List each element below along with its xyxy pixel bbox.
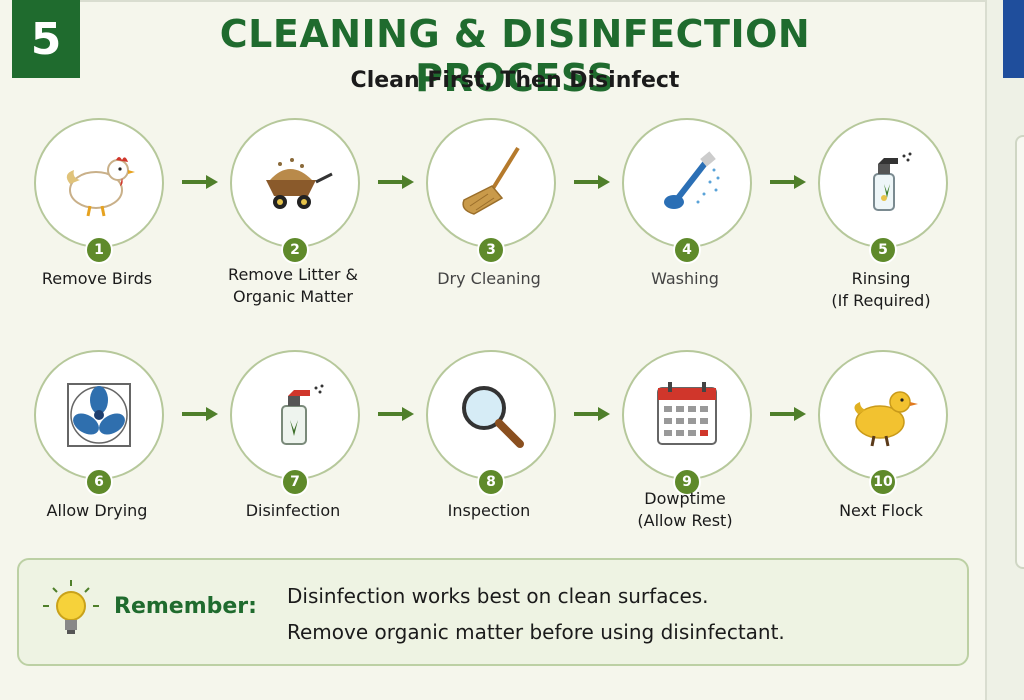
chicken-icon: [66, 157, 135, 217]
remember-line-2: Remove organic matter before using disin…: [287, 620, 785, 644]
arrow-right-icon: [574, 175, 610, 189]
calendar-icon: [657, 382, 717, 445]
step-label: Inspection: [447, 501, 531, 520]
step-circle: [818, 350, 948, 480]
adjacent-panel-edge: [985, 0, 1024, 700]
arrow-right-icon: [378, 175, 414, 189]
arrow-right-icon: [770, 407, 806, 421]
adjacent-panel-box: [1015, 135, 1024, 569]
step-label: Dowptime (Allow Rest): [637, 489, 733, 530]
arrow-right-icon: [574, 407, 610, 421]
step-circle: [230, 350, 360, 480]
remember-box: Remember: Disinfection works best on cle…: [17, 558, 969, 666]
broom-icon: [462, 146, 520, 215]
step-number-badge: 1: [85, 236, 113, 264]
arrow-right-icon: [182, 407, 218, 421]
adjacent-panel-tab: [1003, 0, 1024, 78]
step-number-badge: 3: [477, 236, 505, 264]
step-circle: [818, 118, 948, 248]
arrow-right-icon: [182, 175, 218, 189]
step-number-badge: 5: [869, 236, 897, 264]
fan-icon: [67, 383, 131, 447]
step-label: Rinsing (If Required): [831, 269, 931, 310]
step-circle: [426, 118, 556, 248]
step-circle: [622, 118, 752, 248]
remember-line-1: Disinfection works best on clean surface…: [287, 584, 709, 608]
wheelbarrow-icon: [266, 158, 333, 209]
magnifying-glass-icon: [462, 386, 524, 448]
step-number-badge: 10: [869, 468, 897, 496]
disinfectant-spray-icon: [281, 384, 324, 445]
pressure-washer-icon: [664, 151, 720, 209]
step-circle: [34, 350, 164, 480]
step-label: Next Flock: [839, 501, 923, 520]
step-circle: [230, 118, 360, 248]
step-circle: [426, 350, 556, 480]
step-label: Disinfection: [245, 501, 341, 520]
spray-bottle-icon: [873, 152, 912, 211]
step-circle: [622, 350, 752, 480]
lightbulb-icon: [43, 580, 99, 634]
page-title: CLEANING & DISINFECTION PROCESS: [219, 12, 811, 100]
arrow-right-icon: [770, 175, 806, 189]
step-number-badge: 7: [281, 468, 309, 496]
step-label: Washing: [651, 269, 719, 288]
step-label: Remove Birds: [41, 269, 153, 288]
process-panel: 5 CLEANING & DISINFECTION PROCESS Clean …: [12, 0, 985, 666]
step-label: Allow Drying: [46, 501, 148, 520]
arrow-right-icon: [378, 407, 414, 421]
step-label: Remove Litter & Organic Matter: [228, 265, 358, 306]
step-number-badge: 2: [281, 236, 309, 264]
step-number-badge: 8: [477, 468, 505, 496]
step-number-badge: 4: [673, 236, 701, 264]
page-subtitle: Clean First, Then Disinfect: [350, 68, 680, 93]
step-label: Dry Cleaning: [437, 269, 541, 288]
step-number-badge: 6: [85, 468, 113, 496]
step-number-badge: 9: [673, 468, 701, 496]
yellow-chick-icon: [854, 391, 918, 447]
step-circle: [34, 118, 164, 248]
remember-label: Remember:: [114, 594, 257, 619]
section-number-badge: 5: [12, 0, 80, 78]
top-divider: [80, 0, 985, 2]
